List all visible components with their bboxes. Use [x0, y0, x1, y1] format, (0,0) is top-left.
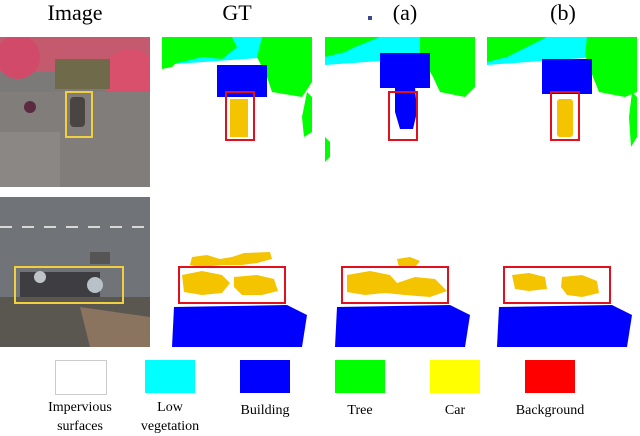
stray-dot: [368, 16, 372, 20]
legend-label-car: Car: [444, 403, 466, 418]
row2-aerial-image: [0, 197, 150, 347]
row1-b-box: [550, 91, 580, 141]
row2-gt-box: [178, 266, 286, 304]
legend-label-tree: Tree: [347, 403, 373, 418]
row1-a-box: [388, 91, 418, 141]
legend-label-impervious: Impervious surfaces: [48, 400, 112, 434]
row2-image-box: [14, 266, 124, 304]
row1-b-map: [487, 37, 637, 187]
row2-b-box: [503, 266, 611, 304]
legend-label-building: Building: [240, 403, 290, 418]
header-image: Image: [47, 0, 103, 25]
row2-b-map: [487, 197, 637, 347]
legend-label-low-vegetation: Low vegetation: [140, 400, 200, 434]
legend-swatch-building: [240, 360, 290, 393]
row2-a-map: [325, 197, 475, 347]
row2-gt-map: [162, 197, 312, 347]
row1-gt-box: [225, 91, 255, 141]
legend-swatch-low-vegetation: [145, 360, 195, 393]
row1-image-box: [65, 91, 93, 138]
row1-gt-map: [162, 37, 312, 187]
row2-a-box: [341, 266, 449, 304]
legend-swatch-impervious: [55, 360, 107, 395]
legend-swatch-car: [430, 360, 480, 393]
row1-a-map: [325, 37, 475, 187]
header-gt: GT: [222, 0, 252, 25]
header-b: (b): [550, 0, 576, 25]
legend-label-background: Background: [515, 403, 585, 418]
header-a: (a): [392, 0, 418, 25]
legend-swatch-tree: [335, 360, 385, 393]
legend-swatch-background: [525, 360, 575, 393]
row1-aerial-image: [0, 37, 150, 187]
